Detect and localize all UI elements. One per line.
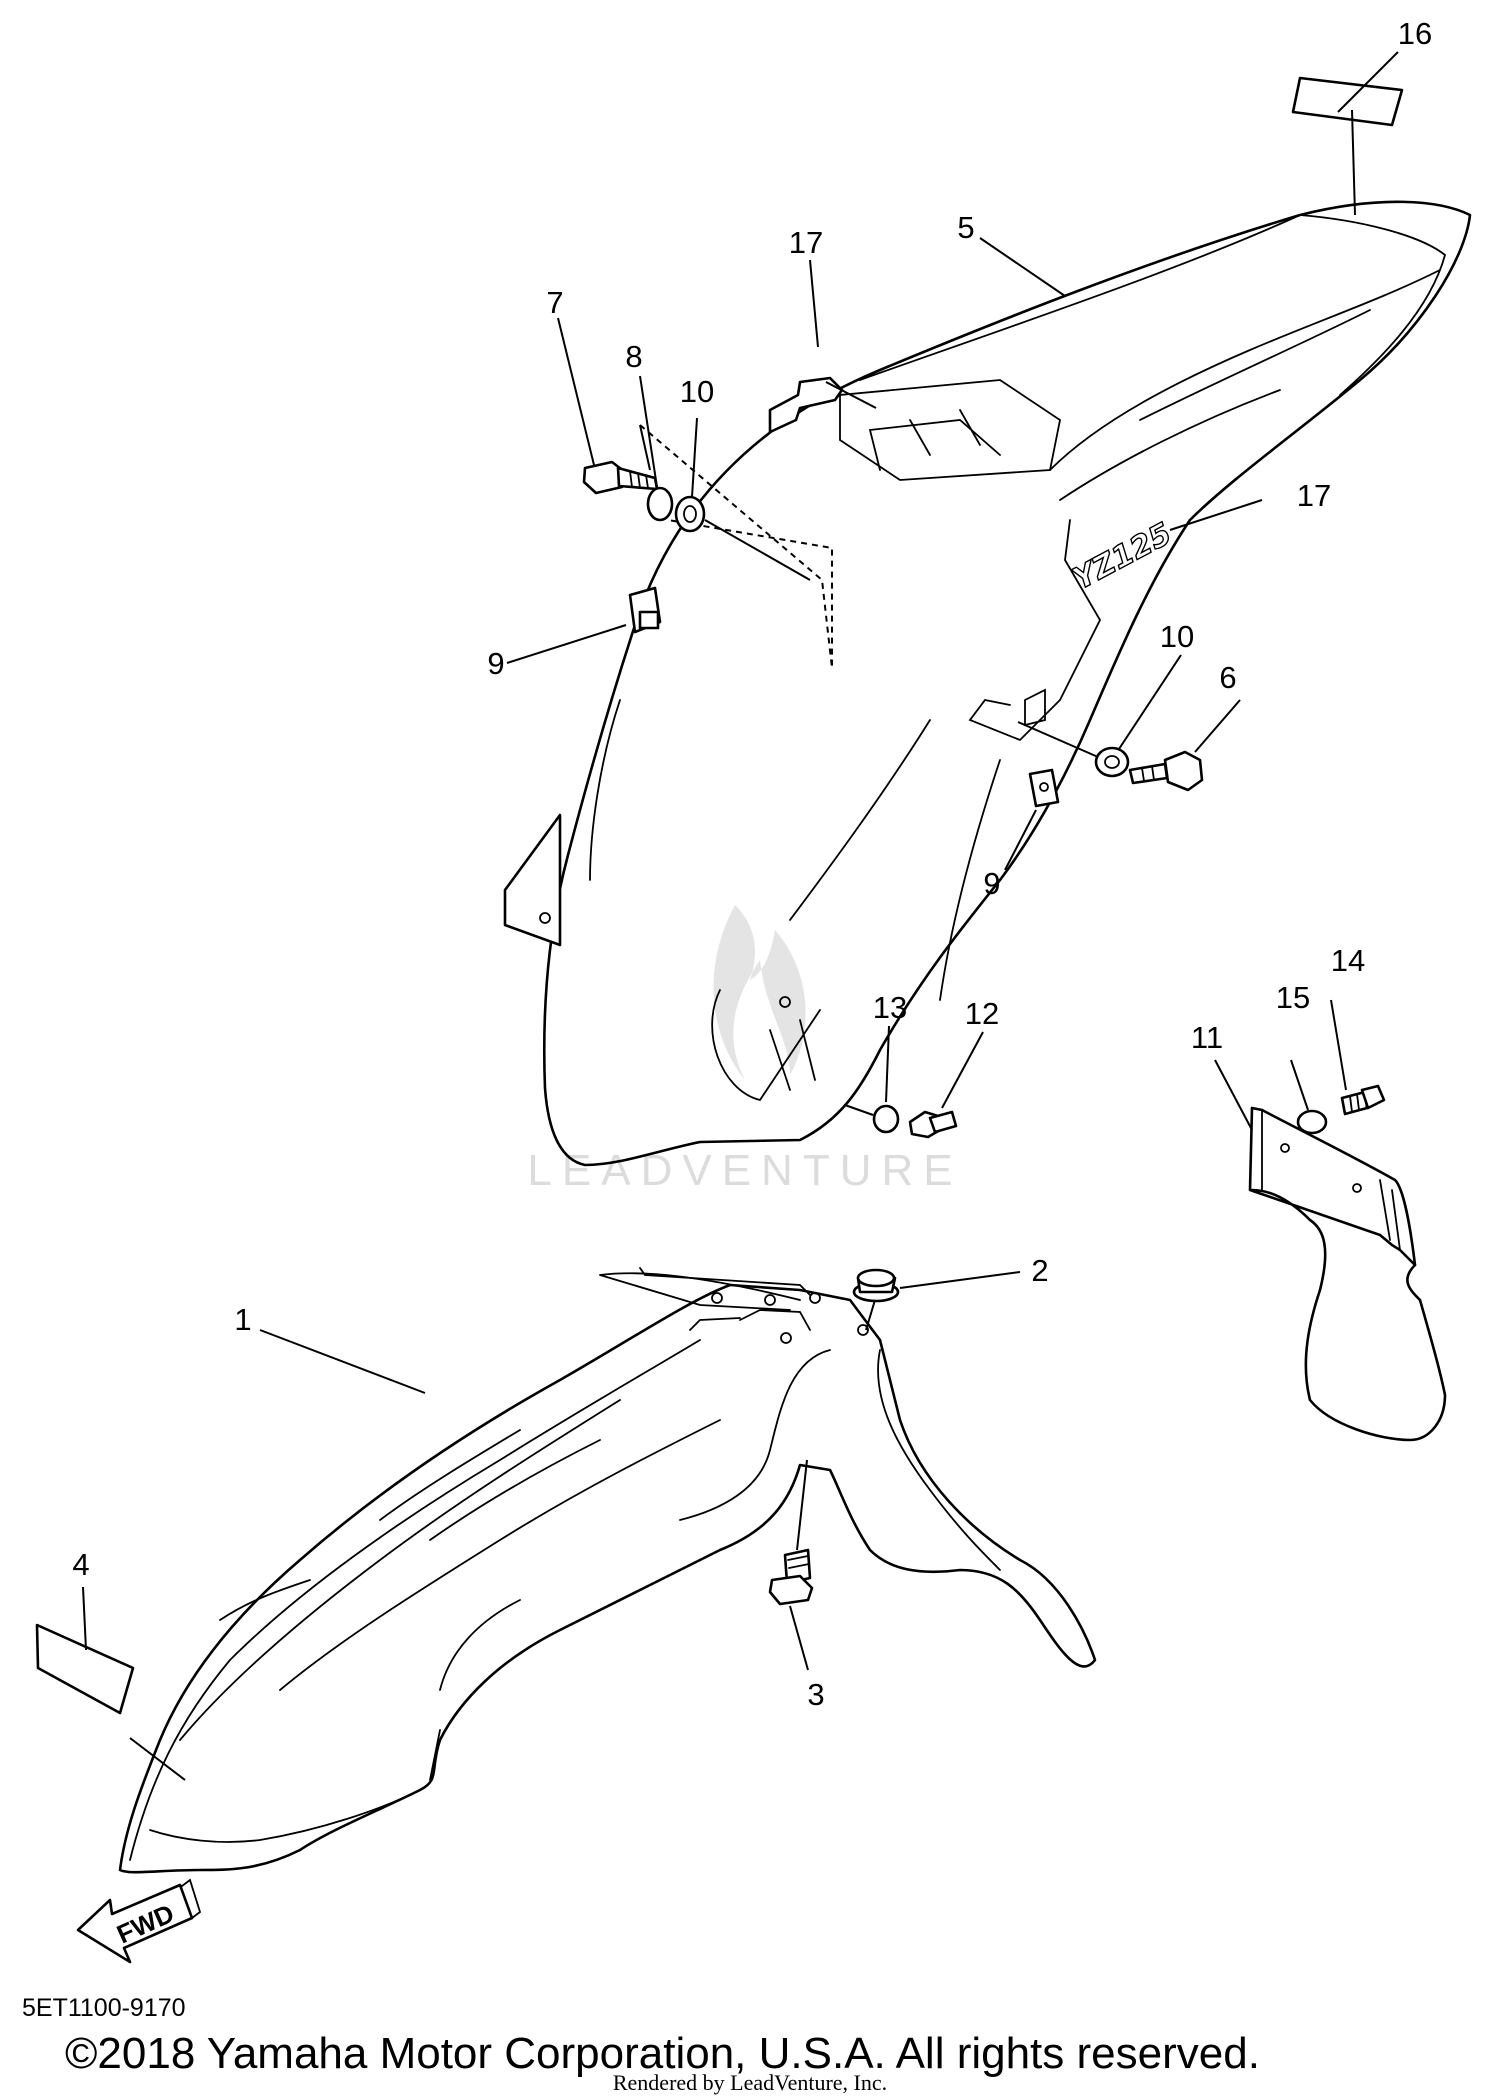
grommet-2	[852, 1268, 900, 1303]
callout-7: 7	[546, 285, 563, 320]
catalog-code: 5ET1100-9170	[22, 1994, 186, 2022]
collar-10-right	[1094, 746, 1130, 778]
screw-14	[1340, 1084, 1386, 1116]
mud-flap-11	[1248, 1106, 1447, 1442]
forward-arrow-icon: FWD	[76, 1878, 202, 1964]
callout-6: 6	[1219, 660, 1236, 695]
callout-10-right: 10	[1160, 619, 1194, 654]
clip-nut-9-left	[628, 586, 662, 634]
front-fender-1	[118, 1267, 1097, 1874]
decal-17	[768, 376, 844, 434]
callout-16: 16	[1398, 16, 1432, 51]
bolt-3	[768, 1548, 814, 1606]
callout-9-right: 9	[983, 866, 1000, 901]
collar-10-left	[674, 495, 706, 533]
callout-8: 8	[625, 339, 642, 374]
callout-3: 3	[807, 1677, 824, 1712]
watermark: LEADVENTURE	[527, 905, 962, 1195]
callout-5: 5	[957, 210, 974, 245]
callout-17-top: 17	[789, 225, 823, 260]
watermark-text: LEADVENTURE	[527, 1146, 962, 1195]
collar-13	[872, 1104, 900, 1134]
copyright-notice: ©2018 Yamaha Motor Corporation, U.S.A. A…	[65, 2029, 1260, 2078]
washer-15	[1296, 1109, 1328, 1135]
rendered-by-notice: Rendered by LeadVenture, Inc.	[613, 2070, 887, 2095]
callout-14: 14	[1331, 943, 1365, 978]
model-decal-text: YZ125	[1067, 516, 1177, 597]
callout-1: 1	[234, 1302, 251, 1337]
callout-2: 2	[1031, 1253, 1048, 1288]
bolt-6	[1128, 750, 1204, 792]
callout-11: 11	[1191, 1020, 1223, 1055]
callout-17-right: 17	[1297, 478, 1331, 513]
callout-13: 13	[873, 990, 907, 1025]
callout-numbers: 16 5 17 7 8 10 17 9 10 6 9 13 12 14 15 1…	[72, 16, 1432, 1712]
bolt-7	[582, 460, 659, 495]
decal-4	[35, 1623, 135, 1715]
callout-12: 12	[965, 996, 999, 1031]
callout-10-left: 10	[680, 374, 714, 409]
watermark-flame-icon	[713, 905, 806, 1080]
leader-lines	[82, 51, 1399, 1781]
callout-9-left: 9	[487, 646, 504, 681]
clip-nut-9-right	[1028, 768, 1060, 808]
bolt-12	[908, 1110, 958, 1139]
washer-8	[646, 486, 674, 522]
callout-4: 4	[72, 1547, 89, 1582]
callout-15: 15	[1276, 980, 1310, 1015]
rear-fender-5: YZ125	[503, 200, 1472, 1167]
